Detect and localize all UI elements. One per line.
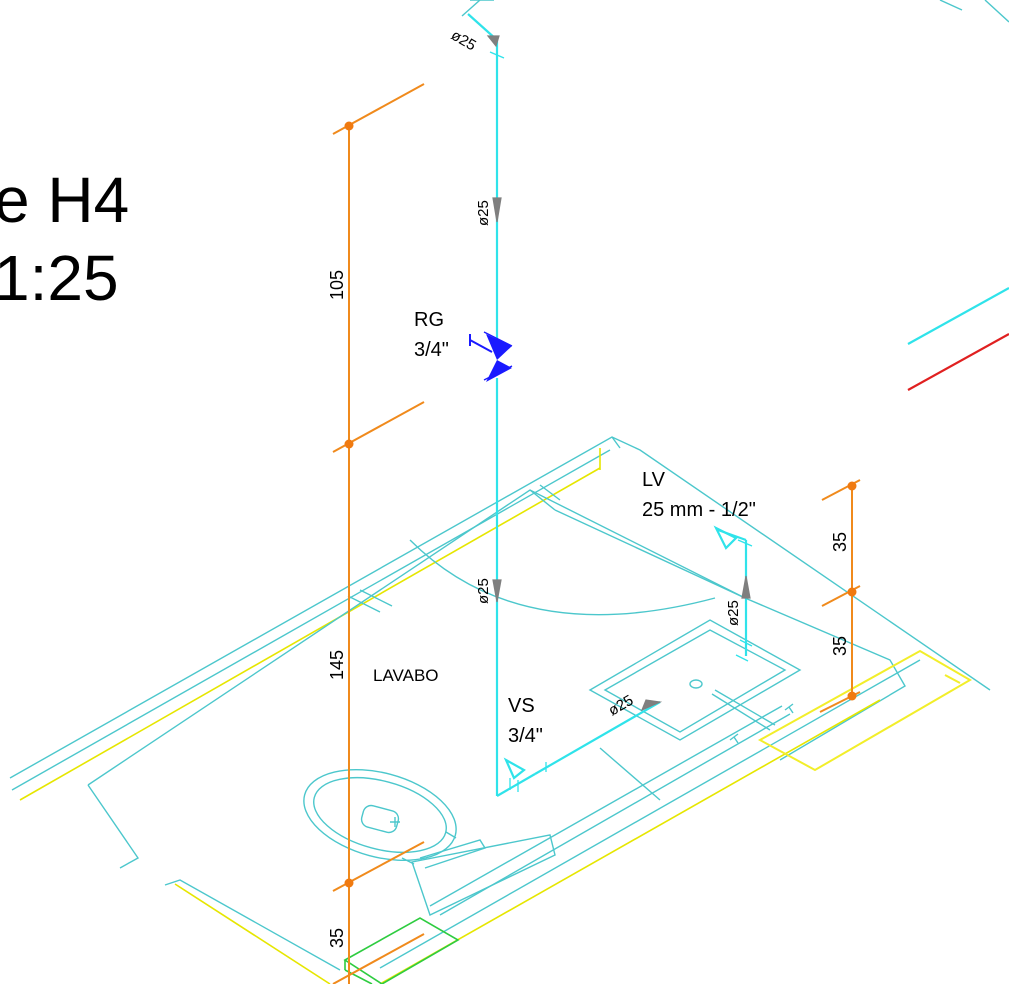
floor-slab xyxy=(9,436,991,984)
valve-vs-size: 3/4" xyxy=(508,725,543,747)
valve-rg-name: RG xyxy=(414,309,444,331)
fixture-lv-name: LV xyxy=(642,469,666,491)
flow-arrows xyxy=(486,35,751,712)
lavatory-basin xyxy=(588,619,802,744)
top-right-lines xyxy=(461,0,1009,23)
diameter-label-lv-branch: ø25 xyxy=(725,600,742,626)
pipe-ticks xyxy=(489,51,753,792)
room-label: LAVABO xyxy=(373,666,439,685)
main-water-riser xyxy=(467,13,748,797)
diameter-label-lower-riser: ø25 xyxy=(475,578,492,604)
drawing-scale: 1:25 xyxy=(0,242,119,314)
diameter-label-top: ø25 xyxy=(448,27,479,55)
drawing-title-line1: e H4 xyxy=(0,164,129,236)
toilet-fixture xyxy=(303,768,556,916)
dimension-left-upper: 105 xyxy=(327,270,347,300)
diameter-label-upper-riser: ø25 xyxy=(475,200,492,226)
gate-valve-rg xyxy=(469,331,513,382)
drain-line xyxy=(429,705,791,916)
valve-vs-name: VS xyxy=(508,695,535,717)
valve-symbols xyxy=(503,525,738,780)
dimension-lines xyxy=(332,83,861,984)
return-line-right xyxy=(907,333,1009,391)
fixture-lv-size: 25 mm - 1/2" xyxy=(642,499,756,521)
floor-box xyxy=(343,917,460,984)
valve-rg-size: 3/4" xyxy=(414,339,449,361)
dimension-right-lower: 35 xyxy=(830,636,850,656)
dimension-left-middle: 145 xyxy=(327,650,347,680)
diameter-label-horizontal: ø25 xyxy=(606,692,637,720)
dimension-left-bottom: 35 xyxy=(327,928,347,948)
door-swing-arc xyxy=(409,539,716,616)
supply-line-right xyxy=(907,287,1009,345)
wall-section xyxy=(757,649,972,772)
dimension-right-upper: 35 xyxy=(830,532,850,552)
